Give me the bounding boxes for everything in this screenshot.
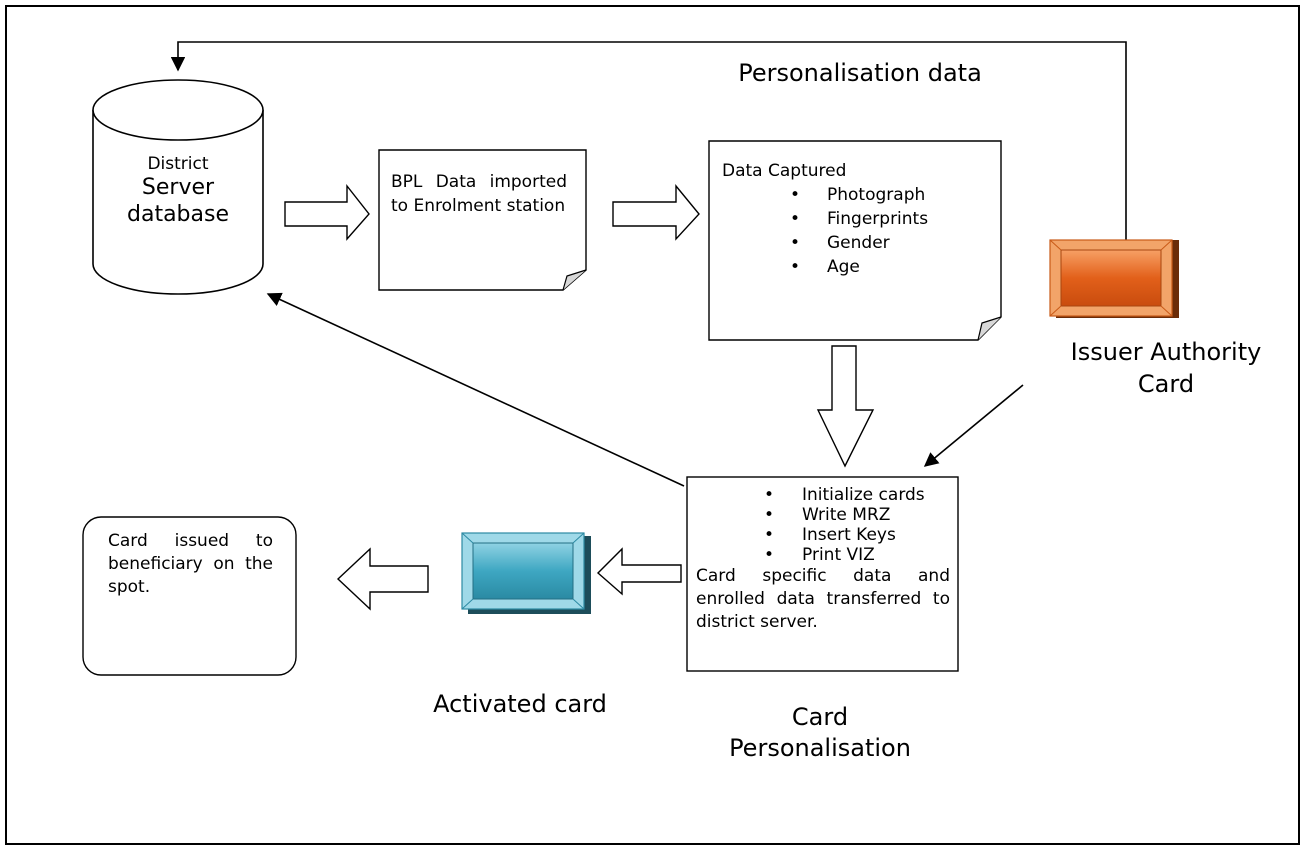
database-line1: District [147, 154, 209, 174]
issuer-authority-label: Issuer Authority Card [1070, 338, 1262, 398]
activated-card-label: Activated card [433, 690, 607, 718]
block-arrow-personalisation-to-card [596, 547, 682, 596]
database-cylinder-icon [92, 79, 264, 295]
bpl-text: BPL Data imported to Enrolment station [391, 172, 567, 216]
arrow-personalisation-to-database [266, 292, 685, 487]
database-line2: Server [141, 175, 215, 200]
personalisation-note: Card specific data and enrolled data tra… [696, 566, 950, 632]
activated-card-icon [461, 532, 591, 614]
personalisation-item: •Insert Keys [764, 525, 896, 545]
personalisation-box-text: •Initialize cards •Write MRZ •Insert Key… [696, 485, 950, 634]
issuer-authority-card-icon [1049, 239, 1179, 318]
issued-card-box [82, 516, 297, 676]
card-personalisation-box [686, 476, 959, 672]
block-arrow-captured-to-personalisation [816, 345, 875, 468]
personalisation-item: •Initialize cards [764, 485, 925, 505]
arrow-issuer-to-database [170, 41, 1127, 240]
data-captured-title: Data Captured [722, 161, 847, 181]
captured-item: •Age [790, 257, 860, 277]
arrow-issuer-label-to-personalisation [923, 384, 1024, 467]
personalisation-data-heading: Personalisation data [738, 59, 982, 87]
data-captured-text: Data Captured •Photograph •Fingerprints … [722, 159, 992, 279]
captured-item: •Fingerprints [790, 209, 929, 229]
block-arrow-db-to-bpl [284, 183, 370, 241]
issued-text: Card issued to beneficiary on the spot. [108, 531, 273, 597]
personalisation-item: •Write MRZ [764, 505, 891, 525]
captured-item: •Gender [790, 233, 890, 253]
card-personalisation-label: Card Personalisation [729, 703, 911, 762]
database-label: District Server database [110, 153, 246, 229]
captured-item: •Photograph [790, 185, 926, 205]
database-line3: database [127, 202, 229, 227]
block-arrow-bpl-to-captured [612, 184, 700, 241]
block-arrow-card-to-issued [336, 547, 429, 611]
personalisation-item: •Print VIZ [764, 545, 875, 565]
